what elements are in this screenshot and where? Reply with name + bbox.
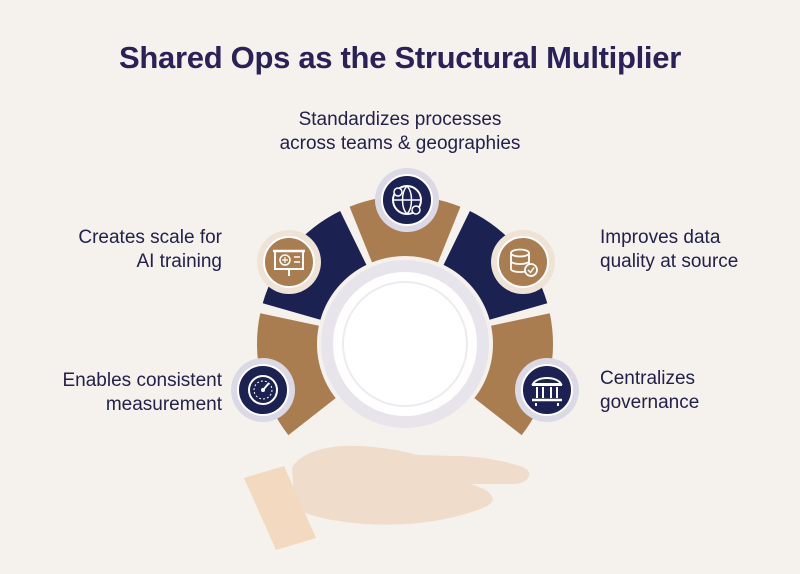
gauge-icon xyxy=(231,358,295,422)
label-enables-measurement: Enables consistent measurement xyxy=(10,369,223,417)
label-standardizes-processes: Standardizes processes across teams & ge… xyxy=(200,108,600,156)
label-line: governance xyxy=(600,392,700,413)
label-creates-scale: Creates scale for AI training xyxy=(20,226,222,274)
label-improves-data-quality: Improves data quality at source xyxy=(600,226,790,274)
presentation-board-icon xyxy=(257,230,321,294)
label-line: Enables consistent xyxy=(62,370,223,391)
label-line: measurement xyxy=(105,394,222,415)
label-line: Improves data xyxy=(600,227,721,248)
label-line: Centralizes xyxy=(600,368,696,389)
label-line: Creates scale for xyxy=(78,227,222,248)
page-title: Shared Ops as the Structural Multiplier xyxy=(119,40,681,75)
label-line: AI training xyxy=(136,251,222,272)
label-line: Standardizes processes xyxy=(298,109,502,130)
center-ring xyxy=(321,260,489,428)
label-centralizes-governance: Centralizes governance xyxy=(600,367,790,415)
globe-people-icon xyxy=(375,168,439,232)
label-line: across teams & geographies xyxy=(279,133,521,154)
database-check-icon xyxy=(491,230,555,294)
open-hand-illustration xyxy=(244,445,530,550)
label-line: quality at source xyxy=(600,251,739,272)
government-building-icon xyxy=(515,358,579,422)
